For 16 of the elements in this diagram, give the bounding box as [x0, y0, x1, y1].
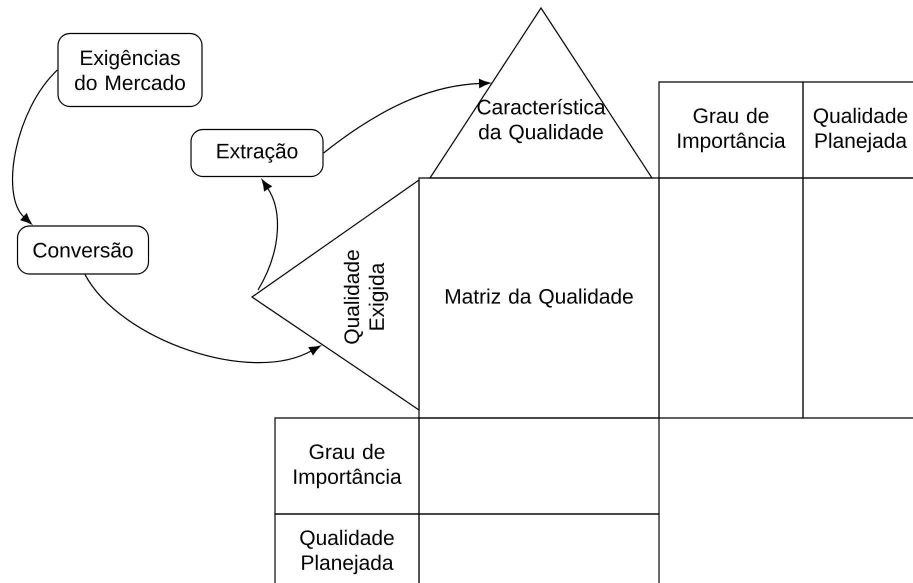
table-cell: Grau de Importância	[274, 417, 420, 515]
rounded-box: Extração	[190, 128, 324, 178]
empty-cell	[658, 177, 804, 419]
table-cell: Qualidade Planejada	[802, 81, 913, 179]
empty-cell	[418, 417, 660, 515]
arrow	[323, 78, 490, 154]
empty-cell	[802, 177, 913, 419]
rounded-box: Exigências do Mercado	[57, 32, 203, 108]
table-cell: Qualidade Planejada	[274, 513, 420, 583]
matrix-cell: Matriz da Qualidade	[418, 177, 660, 419]
rounded-box: Conversão	[16, 225, 150, 275]
arrow	[12, 70, 58, 224]
empty-cell	[418, 513, 660, 583]
arrow	[257, 180, 278, 290]
arrow	[84, 274, 320, 364]
table-cell: Grau de Importância	[658, 81, 804, 179]
